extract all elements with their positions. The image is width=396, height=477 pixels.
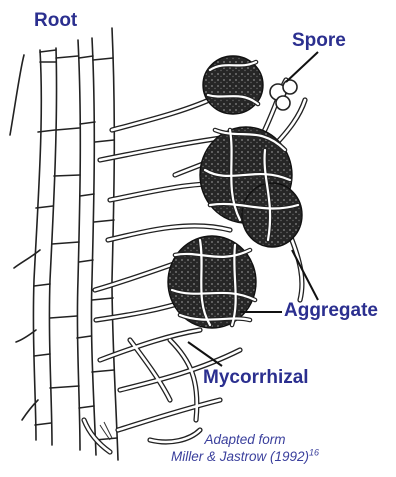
caption-line-1: Adapted form — [130, 431, 360, 448]
caption-line-2: Miller & Jastrow (1992)16 — [130, 448, 360, 465]
aggregate-pointer-1 — [292, 250, 318, 300]
root-cells — [10, 28, 118, 460]
aggregate-label: Aggregate — [284, 300, 378, 322]
spore-label: Spore — [292, 30, 346, 52]
caption-reference: 16 — [309, 448, 319, 458]
spore-3 — [276, 96, 290, 110]
spore-pointer — [286, 52, 318, 82]
spore-2 — [283, 80, 297, 94]
root-label: Root — [34, 10, 77, 32]
mycorrhizal-label: Mycorrhizal — [203, 367, 309, 389]
caption-citation: Miller & Jastrow (1992) — [171, 449, 309, 464]
artist-mark — [100, 422, 112, 440]
citation-caption: Adapted form Miller & Jastrow (1992)16 — [130, 431, 360, 465]
